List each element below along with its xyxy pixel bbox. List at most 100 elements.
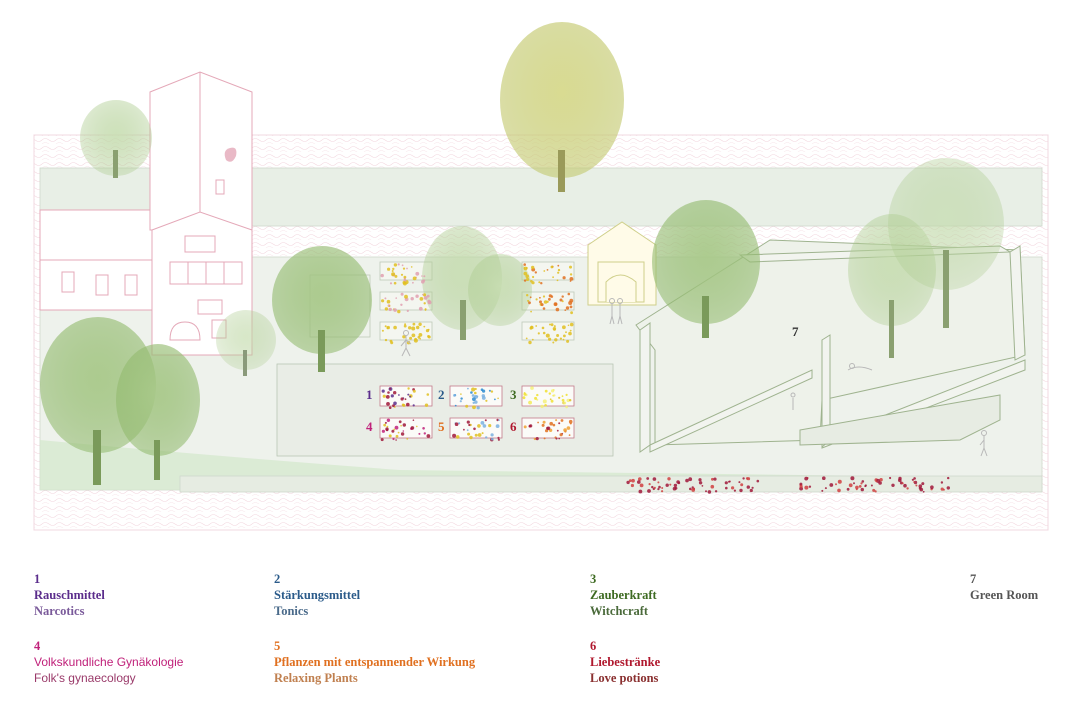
flower-dot bbox=[546, 269, 549, 271]
flower-dot bbox=[412, 322, 416, 326]
flower-dot bbox=[646, 477, 650, 480]
flower-dot bbox=[523, 271, 528, 276]
flower-dot bbox=[497, 438, 500, 441]
flower-dot bbox=[921, 482, 925, 486]
flower-dot bbox=[568, 331, 572, 336]
flower-dot bbox=[418, 306, 423, 311]
flower-dot bbox=[673, 483, 678, 488]
flower-dot bbox=[488, 424, 492, 428]
flower-dot bbox=[419, 337, 422, 340]
flower-dot bbox=[537, 332, 540, 335]
flower-dot bbox=[391, 272, 396, 277]
flower-dot bbox=[685, 478, 689, 483]
flower-dot bbox=[630, 483, 635, 488]
flower-dot bbox=[459, 400, 462, 403]
flower-dot bbox=[422, 293, 424, 296]
flower-dot bbox=[384, 421, 387, 424]
flower-dot bbox=[406, 438, 409, 440]
flower-dot bbox=[669, 483, 672, 486]
flower-dot bbox=[558, 422, 561, 425]
flower-dot bbox=[412, 404, 415, 407]
flower-dot bbox=[542, 420, 546, 424]
flower-dot bbox=[559, 433, 563, 437]
flower-dot bbox=[947, 476, 950, 480]
flower-dot bbox=[864, 484, 867, 487]
garden-plan: 1 2 3 4 5 6 7 bbox=[33, 22, 1049, 531]
flower-dot bbox=[562, 276, 566, 280]
flower-dot bbox=[383, 423, 387, 427]
flower-dot bbox=[657, 488, 660, 491]
flower-dot bbox=[402, 430, 405, 432]
flower-dot bbox=[394, 425, 399, 430]
flower-dot bbox=[638, 489, 643, 494]
flower-dot bbox=[542, 295, 546, 298]
flower-dot bbox=[422, 293, 427, 297]
flower-dot bbox=[393, 308, 397, 312]
legend-english: Love potions bbox=[590, 671, 659, 685]
flower-dot bbox=[651, 485, 654, 489]
flower-dot bbox=[861, 480, 865, 483]
flower-dot bbox=[567, 292, 571, 296]
flower-dot bbox=[415, 271, 420, 276]
flower-dot bbox=[560, 419, 564, 422]
chimney-smoke bbox=[224, 147, 237, 162]
flower-dot bbox=[543, 270, 546, 272]
flower-dot bbox=[392, 404, 395, 408]
flower-dot bbox=[557, 268, 561, 272]
flower-dot bbox=[418, 432, 421, 435]
flower-dot bbox=[542, 331, 546, 335]
flower-dot bbox=[411, 326, 416, 331]
flower-dot bbox=[918, 484, 923, 489]
flower-dot bbox=[550, 399, 554, 403]
flower-dot bbox=[463, 428, 465, 431]
flower-dot bbox=[415, 294, 419, 298]
flower-dot bbox=[724, 481, 728, 485]
legend-num: 6 bbox=[590, 639, 597, 653]
flower-dot bbox=[846, 487, 850, 491]
legend-english: Folk's gynaecology bbox=[34, 671, 136, 685]
flower-dot bbox=[799, 482, 803, 486]
flower-dot bbox=[384, 338, 388, 342]
flower-dot bbox=[406, 309, 409, 312]
flower-dot bbox=[922, 490, 925, 493]
flower-dot bbox=[879, 478, 883, 482]
flower-dot bbox=[472, 405, 476, 410]
flower-dot bbox=[855, 488, 858, 491]
flower-dot bbox=[408, 326, 412, 330]
flower-dot bbox=[559, 298, 563, 302]
flower-dot bbox=[860, 487, 864, 492]
flower-dot bbox=[891, 483, 895, 487]
flower-dot bbox=[427, 335, 431, 339]
flower-dot bbox=[860, 482, 863, 485]
flower-dot bbox=[465, 404, 469, 408]
flower-dot bbox=[381, 429, 385, 433]
flower-dot bbox=[407, 393, 410, 396]
flower-dot bbox=[552, 327, 557, 331]
flower-dot bbox=[393, 428, 396, 431]
flower-dot bbox=[688, 477, 693, 482]
flower-dot bbox=[473, 427, 476, 431]
flower-dot bbox=[541, 326, 545, 330]
flower-dot bbox=[915, 484, 918, 487]
flower-dot bbox=[531, 265, 535, 270]
flower-dot bbox=[389, 387, 391, 390]
flower-dot bbox=[397, 309, 401, 314]
flower-dot bbox=[558, 437, 560, 440]
flower-dot bbox=[412, 281, 414, 284]
flower-dot bbox=[423, 275, 426, 278]
flower-dot bbox=[403, 324, 407, 328]
flower-dot bbox=[387, 391, 390, 394]
legend-num: 2 bbox=[274, 572, 281, 586]
flower-dot bbox=[392, 437, 395, 441]
flower-dot bbox=[523, 279, 527, 282]
flower-dot bbox=[410, 426, 415, 430]
path-strip bbox=[179, 475, 1043, 493]
legend-item-1: 1 Rauschmittel Narcotics bbox=[34, 571, 105, 619]
legend-english: Witchcraft bbox=[590, 604, 649, 618]
flower-dot bbox=[426, 393, 430, 396]
flower-dot bbox=[536, 393, 539, 397]
flower-dot bbox=[386, 327, 389, 330]
legend-english: Relaxing Plants bbox=[274, 671, 358, 685]
flower-dot bbox=[535, 298, 538, 301]
flower-dot bbox=[556, 279, 559, 282]
